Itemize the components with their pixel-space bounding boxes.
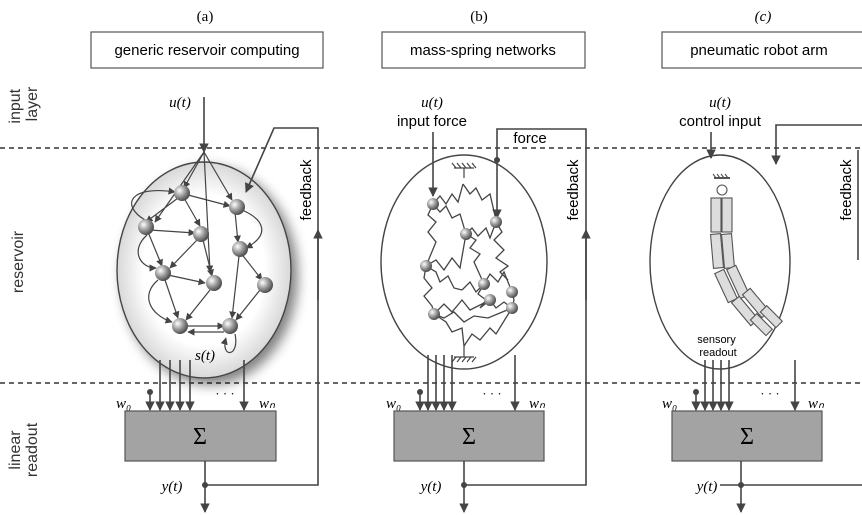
panel-c-title: pneumatic robot arm (690, 42, 828, 59)
layer-label-reservoir: reservoir (10, 230, 27, 293)
panel-a-sum: Σ (193, 424, 207, 450)
panel-c-sum: Σ (740, 424, 754, 450)
panel-a-output: y(t) (160, 479, 183, 495)
layer-label-input: input layer (7, 84, 41, 123)
panel-a-bias-dot (147, 389, 153, 395)
panel-c-output: y(t) (695, 479, 718, 495)
panel-b-feedback: feedback (565, 159, 582, 220)
panel-a-input: u(t) (169, 95, 191, 111)
panel-a-neurons (138, 185, 273, 334)
panel-c-dots: · · · (760, 386, 780, 401)
panel-b-title-box (381, 31, 586, 69)
panel-a-title: generic reservoir computing (114, 42, 299, 59)
panel-c-title-box (661, 31, 862, 69)
panel-b-masses (420, 198, 518, 320)
layer-label-readout: linearreadout (7, 422, 41, 477)
panel-b-sum: Σ (462, 424, 476, 450)
panel-b-letter: (b) (470, 9, 488, 25)
panel-a-output-dot (202, 482, 208, 488)
panel-b-reservoir (380, 154, 548, 370)
panel-a-letter: (a) (197, 9, 214, 25)
panel-a-edges (131, 187, 263, 354)
panel-b-output-dot (461, 482, 467, 488)
panel-c-bias-dot (693, 389, 699, 395)
panel-a-reservoir (116, 161, 292, 379)
panel-a-readout-lines (145, 360, 249, 411)
panel-b-wn: wₙ (529, 396, 546, 412)
panel-c-robot-arm (709, 173, 784, 337)
panel-b-sum-box (393, 410, 545, 462)
panel-a-title-box (90, 31, 324, 69)
panel-a-dots: · · · (215, 386, 235, 401)
panel-b-input-note: input force (397, 113, 467, 130)
panel-b-bias-dot (417, 389, 423, 395)
panel-b-w0: w₀ (386, 396, 401, 412)
panel-c-letter: (c) (755, 9, 772, 25)
panel-a-state: s(t) (195, 348, 215, 364)
panel-c-feedback: feedback (838, 159, 855, 220)
panel-b-output: y(t) (419, 479, 442, 495)
panel-a-feedback: feedback (298, 159, 315, 220)
panel-a-w0: w₀ (116, 396, 131, 412)
panel-b-ground-anchors (451, 162, 477, 363)
panel-b-input: u(t) (421, 95, 443, 111)
panel-b-force-dot (494, 157, 500, 163)
panel-c-w0: w₀ (662, 396, 677, 412)
panel-a-sum-box (124, 410, 277, 462)
panel-a-feedback-line (205, 127, 319, 486)
panel-b: (b) mass-spring networks u(t) input forc… (380, 9, 591, 513)
panel-b-title: mass-spring networks (410, 42, 556, 59)
panel-b-force: force (513, 130, 546, 147)
panel-c-input: u(t) (709, 95, 731, 111)
panel-c: (c) pneumatic robot arm u(t) control inp… (649, 9, 862, 513)
panel-c-feedback-line (771, 124, 862, 165)
panel-b-dots: · · · (482, 386, 502, 401)
panel-a-wn: wₙ (259, 396, 276, 412)
panel-c-sensory: sensory readout (697, 334, 739, 359)
panel-a: (a) generic reservoir computing u(t) (90, 9, 324, 513)
panel-c-input-note: control input (679, 113, 762, 130)
panel-b-readout-lines (415, 355, 520, 411)
panel-c-readout-lines (691, 360, 800, 411)
panel-c-sum-box (671, 410, 823, 462)
panel-c-wn: wₙ (808, 396, 825, 412)
panel-c-output-dot (738, 482, 744, 488)
